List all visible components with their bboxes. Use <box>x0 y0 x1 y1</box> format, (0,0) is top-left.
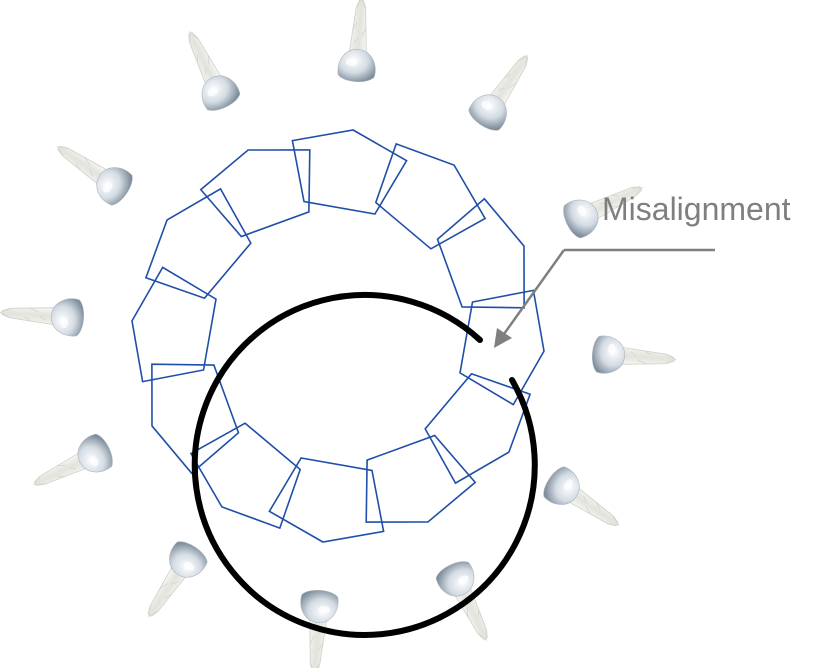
ultrasound-probe-icon <box>173 23 243 114</box>
imaging-frame <box>376 144 485 249</box>
ultrasound-probe-icon <box>337 0 380 83</box>
ultrasound-probe-icon <box>47 131 137 209</box>
imaging-frame <box>366 436 475 523</box>
ultrasound-probe-icon <box>539 463 629 541</box>
imaging-frame <box>201 150 310 237</box>
reconstructed-circle <box>195 295 535 635</box>
imaging-frame <box>191 423 300 528</box>
imaging-frame <box>438 199 525 308</box>
ultrasound-probe-icon <box>0 294 85 337</box>
imaging-frame <box>146 189 251 298</box>
probe-ring <box>0 0 677 668</box>
ultrasound-probe-icon <box>465 45 543 135</box>
misalignment-label: Misalignment <box>602 189 791 229</box>
ultrasound-probe-icon <box>25 431 116 501</box>
ultrasound-probe-icon <box>133 537 211 627</box>
misalignment-arrow <box>494 250 715 348</box>
ultrasound-probe-icon <box>591 335 677 378</box>
